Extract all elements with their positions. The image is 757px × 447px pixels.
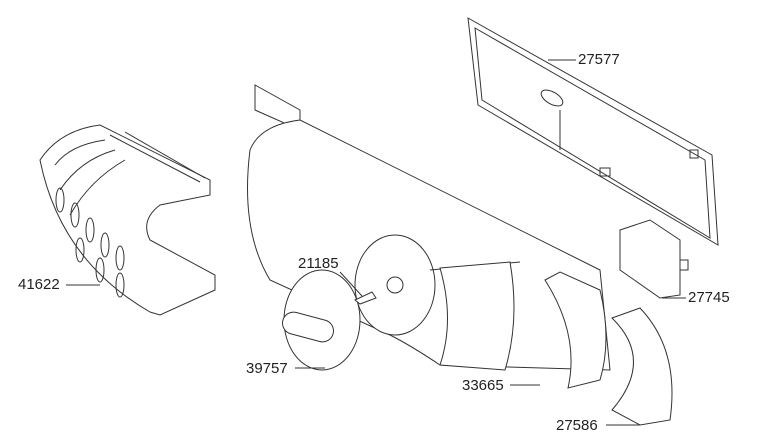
part-27586-end-cover xyxy=(611,307,673,426)
part-label-41622: 41622 xyxy=(18,276,60,293)
part-label-39757: 39757 xyxy=(246,360,288,377)
part-27577-back-plate xyxy=(467,17,719,246)
part-label-33665: 33665 xyxy=(462,377,504,394)
part-label-27745: 27745 xyxy=(688,289,730,306)
part-label-27577: 27577 xyxy=(578,51,620,68)
leader-lines xyxy=(66,59,686,426)
part-label-27586: 27586 xyxy=(556,417,598,434)
part-39757-knob-disc xyxy=(282,269,361,371)
part-27745-switch xyxy=(619,219,689,299)
part-21185-clip xyxy=(354,291,377,305)
part-label-21185: 21185 xyxy=(298,255,339,272)
part-41622-grille xyxy=(39,124,216,316)
